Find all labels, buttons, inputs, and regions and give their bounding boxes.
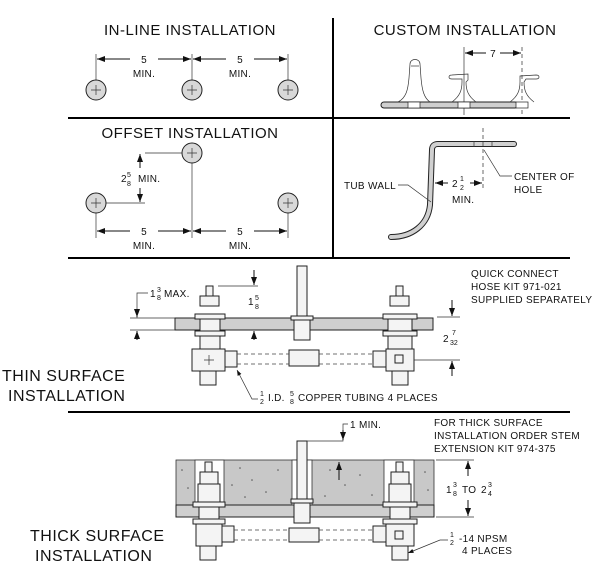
thin-spout-whole: 1 bbox=[248, 297, 254, 308]
thick-note-line3: EXTENSION KIT 974-375 bbox=[434, 444, 556, 455]
npsm-num: 1 bbox=[450, 532, 454, 539]
tub-wall-shape bbox=[388, 141, 517, 240]
hole-icon bbox=[181, 79, 203, 101]
thick-range-num1: 3 bbox=[453, 482, 457, 489]
thin-max-whole: 1 bbox=[150, 289, 156, 300]
hole-icon bbox=[85, 79, 107, 101]
thick-valve-left bbox=[192, 461, 235, 561]
offset-vertical-den: 8 bbox=[127, 181, 131, 188]
npsm-den: 2 bbox=[450, 540, 454, 547]
hole-icon bbox=[85, 192, 107, 214]
offset-dim1-note: MIN. bbox=[133, 241, 155, 252]
tub-dim-den: 2 bbox=[460, 185, 464, 192]
valve-right bbox=[372, 285, 418, 386]
tub-wall-panel: TUB WALL 2 1 2 MIN. CENTER OF HOLE bbox=[344, 128, 574, 240]
inline-dim2-note: MIN. bbox=[229, 69, 251, 80]
custom-title: CUSTOM INSTALLATION bbox=[374, 22, 557, 39]
concrete-speckles bbox=[181, 467, 429, 498]
thick-note-line1: FOR THICK SURFACE bbox=[434, 418, 543, 429]
thin-title-line1: THIN SURFACE bbox=[2, 368, 125, 385]
offset-title: OFFSET INSTALLATION bbox=[101, 125, 278, 142]
thin-max-num: 3 bbox=[157, 287, 161, 294]
thin-surface-panel: THIN SURFACE INSTALLATION 1 3 8 MAX. 1 5… bbox=[2, 265, 592, 406]
thin-tubing-id: I.D. bbox=[268, 393, 285, 404]
thin-max-note: MAX. bbox=[164, 289, 190, 300]
offset-dim2-value: 5 bbox=[237, 227, 243, 238]
thick-range-den2: 4 bbox=[488, 491, 492, 498]
hole-icon bbox=[277, 192, 299, 214]
thin-height-num: 7 bbox=[452, 330, 456, 337]
thin-tubing-num1: 1 bbox=[260, 391, 264, 398]
thick-range-num2: 3 bbox=[488, 482, 492, 489]
offset-installation-panel: OFFSET INSTALLATION 2 5 8 MIN. 5 MIN. 5 … bbox=[85, 125, 299, 252]
npsm-places: 4 PLACES bbox=[462, 546, 512, 557]
thin-height-whole: 2 bbox=[443, 334, 449, 345]
handle-icon bbox=[448, 73, 477, 103]
thin-height-den: 32 bbox=[450, 340, 458, 347]
thick-range-to: TO bbox=[462, 485, 476, 496]
inline-installation-panel: IN-LINE INSTALLATION 5 MIN. 5 MIN. bbox=[85, 22, 299, 101]
thin-tubing-num2: 5 bbox=[290, 391, 294, 398]
thin-note-line1: QUICK CONNECT bbox=[471, 269, 559, 280]
spout-center bbox=[288, 265, 320, 367]
inline-dim1-note: MIN. bbox=[133, 69, 155, 80]
thin-note-line2: HOSE KIT 971-021 bbox=[471, 282, 562, 293]
center-of-hole-line1: CENTER OF bbox=[514, 172, 574, 183]
hole-icon bbox=[181, 142, 203, 164]
thick-note-line2: INSTALLATION ORDER STEM bbox=[434, 431, 580, 442]
offset-vertical-num: 5 bbox=[127, 172, 131, 179]
thick-title-line2: INSTALLATION bbox=[35, 548, 152, 565]
thin-tubing-rest: COPPER TUBING 4 PLACES bbox=[298, 393, 438, 404]
thick-range-den1: 8 bbox=[453, 491, 457, 498]
thin-tubing-den1: 2 bbox=[260, 399, 264, 406]
thin-tubing-den2: 8 bbox=[290, 399, 294, 406]
deck-slab bbox=[380, 101, 519, 109]
custom-dim-value: 7 bbox=[490, 49, 496, 60]
thin-spout-den: 8 bbox=[255, 304, 259, 311]
thick-range-whole1: 1 bbox=[446, 485, 452, 496]
tub-dim-num: 1 bbox=[460, 176, 464, 183]
thin-note-line3: SUPPLIED SEPARATELY bbox=[471, 295, 592, 306]
thick-range-whole2: 2 bbox=[481, 485, 487, 496]
offset-dim2-note: MIN. bbox=[229, 241, 251, 252]
thick-spout bbox=[288, 440, 320, 543]
thick-title-line1: THICK SURFACE bbox=[30, 528, 165, 545]
inline-dim1-value: 5 bbox=[141, 55, 147, 66]
offset-vertical-note: MIN. bbox=[138, 174, 160, 185]
thin-spout-num: 5 bbox=[255, 295, 259, 302]
tub-wall-label: TUB WALL bbox=[344, 181, 396, 192]
offset-vertical-whole: 2 bbox=[121, 174, 127, 185]
center-of-hole-line2: HOLE bbox=[514, 185, 542, 196]
spout-icon bbox=[397, 59, 431, 103]
handle-icon bbox=[509, 74, 540, 103]
valve-left bbox=[191, 285, 238, 386]
custom-installation-panel: CUSTOM INSTALLATION 7 bbox=[374, 22, 557, 115]
thin-title-line2: INSTALLATION bbox=[8, 388, 125, 405]
thick-valve-right bbox=[372, 461, 418, 561]
hole-icon bbox=[277, 79, 299, 101]
thick-surface-panel: THICK SURFACE INSTALLATION bbox=[30, 418, 580, 565]
tub-dim-whole: 2 bbox=[452, 179, 458, 190]
thin-max-den: 8 bbox=[157, 295, 161, 302]
thick-min-label: 1 MIN. bbox=[350, 420, 381, 431]
offset-dim1-value: 5 bbox=[141, 227, 147, 238]
tub-dim-note: MIN. bbox=[452, 195, 474, 206]
npsm-label: -14 NPSM bbox=[459, 534, 508, 545]
inline-title: IN-LINE INSTALLATION bbox=[104, 22, 276, 39]
inline-dim2-value: 5 bbox=[237, 55, 243, 66]
